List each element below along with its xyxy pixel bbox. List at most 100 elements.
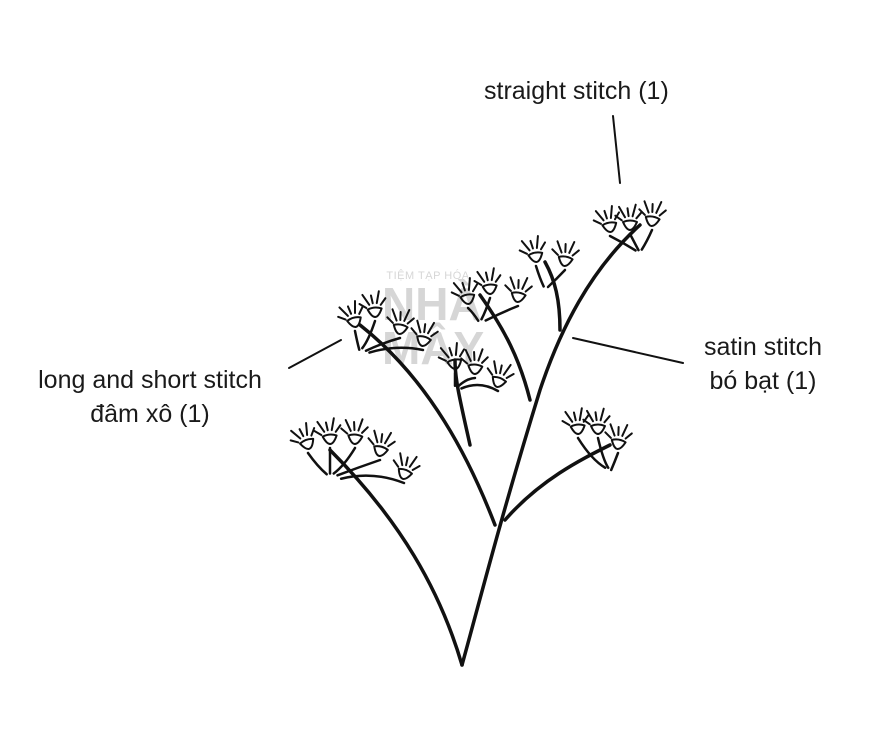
flower-petal-stroke [484,271,489,282]
flower-petal-stroke [391,308,398,322]
flower-petal-stroke [452,282,463,294]
flower-stalk [609,451,620,472]
flower-stalk [596,436,610,469]
flower-petal-stroke [651,203,654,214]
leader-long-short-stitch [288,339,342,369]
label-long-short-line1: long and short stitch [38,366,262,394]
flower-petal-stroke [517,279,520,290]
flower-petal-stroke [358,305,364,315]
flower-petal-stroke [539,241,547,251]
flower-calyx [467,363,484,375]
flower-petal-stroke [618,205,626,219]
flower-calyx [569,423,586,435]
flower-petal-stroke [358,303,368,310]
flower-petal-stroke [520,240,531,252]
stem-upper-left [358,323,497,527]
flower-petal-stroke [467,277,471,291]
flower-petal-stroke [599,407,605,422]
flower-stalk [546,268,567,289]
flower-calyx [373,445,389,457]
flower-petal-stroke [509,276,516,290]
flower-petal-stroke [603,209,608,220]
flower-head [504,276,533,303]
flower-petal-stroke [361,293,371,306]
flower-stalk [361,319,377,350]
flower-petal-stroke [524,285,533,293]
flower-head [313,417,342,445]
flower-head [289,422,316,450]
flower-head [604,423,633,450]
watermark-small-text: TIỆM TẠP HÓA [386,270,470,282]
flower-petal-stroke [486,367,494,376]
flower-petal-stroke [561,420,571,427]
flower-calyx [346,316,362,328]
flower-petal-stroke [361,426,369,434]
flower-stalk [576,436,607,469]
flower-stalk [368,346,425,354]
flower-petal-stroke [609,205,613,219]
flower-stalk [460,383,500,393]
flower-head [460,348,489,375]
flower-petal-stroke [572,411,577,422]
flower-petal-stroke [399,452,404,467]
label-satin-line1: satin stitch [703,333,823,361]
flower-petal-stroke [461,281,466,292]
flower-head [473,267,502,295]
flower-petal-stroke [504,284,512,292]
flower-petal-stroke [454,342,458,356]
flower-petal-stroke [344,419,352,432]
flower-petal-stroke [621,424,629,437]
flower-petal-stroke [416,319,422,334]
flower-head [486,360,515,388]
flower-petal-stroke [386,316,394,324]
flower-petal-stroke [617,426,620,437]
flower-petal-stroke [564,243,567,254]
flower-petal-stroke [505,372,515,379]
flower-petal-stroke [423,323,427,334]
flower-petal-stroke [298,428,305,438]
flower-stalk [336,458,382,477]
flower-head [392,452,421,480]
flower-head [582,407,611,435]
stem-center-main [460,223,642,667]
flower-petal-stroke [310,427,316,437]
flower-petal-stroke [564,410,574,423]
flower-petal-stroke [289,439,300,444]
flower-petal-stroke [614,214,623,222]
flower-petal-stroke [450,291,460,297]
flower-petal-stroke [551,248,559,256]
flower-petal-stroke [384,431,393,445]
flower-stalk [628,232,640,252]
flower-stalk [466,306,480,322]
flower-stalk [456,376,477,388]
flower-petal-stroke [437,356,447,362]
flower-head [614,203,643,231]
flower-petal-stroke [458,348,466,358]
stem-left-lower [328,448,464,667]
flower-petal-stroke [499,364,503,375]
label-long-short-stitch: long and short stitch đâm xô (1) [14,363,286,431]
flower-petal-stroke [406,317,415,325]
flower-petal-stroke [392,459,400,468]
flower-stalk [534,264,545,288]
flower-head [410,319,439,347]
flower-calyx [299,437,315,450]
flower-head [437,342,466,370]
flower-petal-stroke [375,290,380,305]
flower-petal-stroke [529,239,534,250]
flower-petal-stroke [518,249,528,255]
label-satin-stitch: satin stitch bó bạt (1) [690,330,836,398]
flower-calyx [622,219,638,231]
flower-calyx [601,221,618,233]
flower-petal-stroke [624,432,633,440]
flower-petal-stroke [399,311,402,322]
flower-petal-stroke [490,267,495,282]
flower-stalk [339,474,406,485]
flower-petal-stroke [571,249,580,257]
flower-petal-stroke [337,315,347,321]
flower-calyx [491,375,507,388]
flower-petal-stroke [521,277,529,290]
leader-lines [288,115,684,369]
